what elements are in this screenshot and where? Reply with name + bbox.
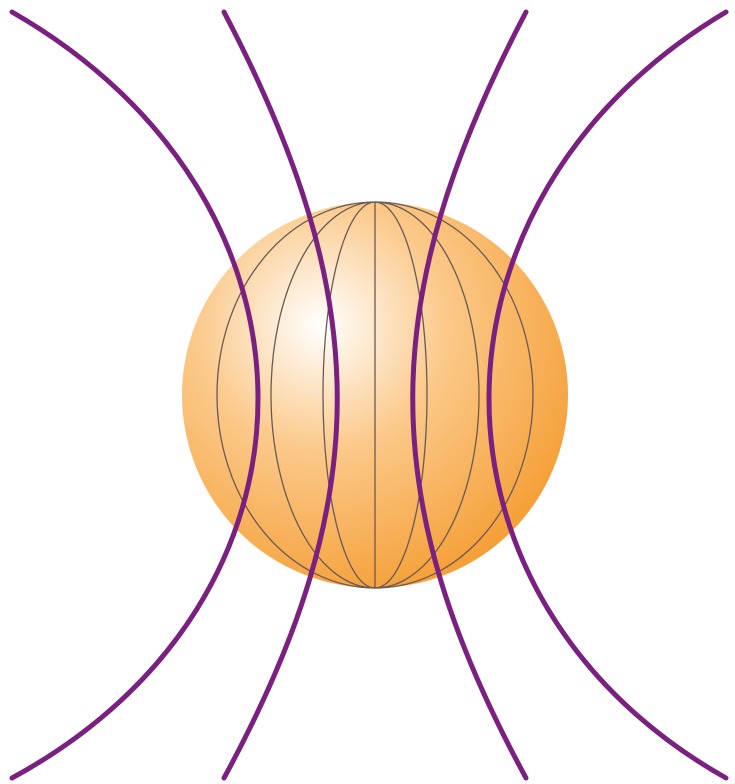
magnetic-field-diagram [0,0,735,784]
